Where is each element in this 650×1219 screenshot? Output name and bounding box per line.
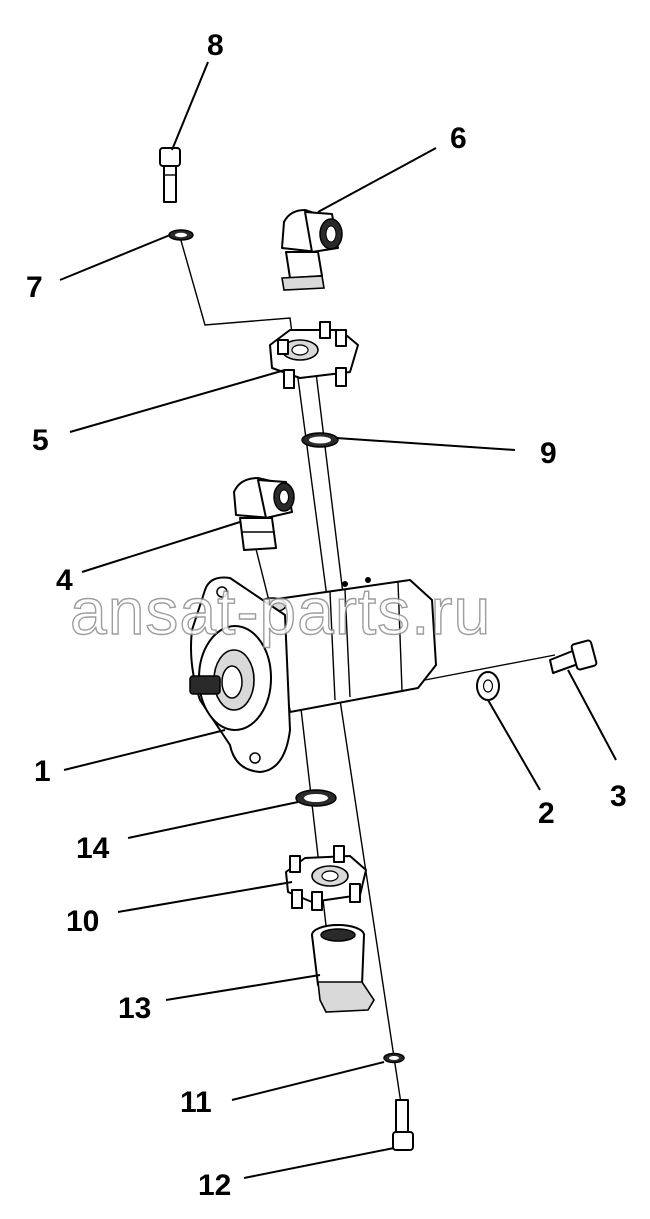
part-9-o-ring [301,432,339,448]
callout-7: 7 [26,271,43,304]
callout-10: 10 [66,905,99,938]
part-14-o-ring [295,789,337,807]
part-1-gear-pump [189,576,437,773]
part-4-elbow-fitting [233,477,295,551]
part-2-washer [476,671,500,701]
callout-14: 14 [76,832,110,865]
part-11-washer [383,1052,405,1064]
part-12-screw [392,1099,414,1151]
callout-1: 1 [34,755,51,788]
callout-12: 12 [198,1169,231,1202]
part-3-bolt [549,639,598,674]
callout-3: 3 [610,780,627,813]
part-7-washer [168,229,194,241]
callout-5: 5 [32,424,49,457]
callout-2: 2 [538,797,555,830]
callout-8: 8 [207,29,224,62]
part-10-flange-clamp [285,845,367,911]
callout-13: 13 [118,992,151,1025]
callout-numbers: 8 6 7 5 9 4 1 2 3 14 10 13 11 12 [26,29,627,1202]
leader-lines [59,61,617,1179]
part-8-screw [159,147,181,203]
part-5-flange-clamp [269,321,359,389]
part-6-elbow-fitting [281,209,343,291]
callout-6: 6 [450,122,467,155]
callout-9: 9 [540,437,557,470]
callout-11: 11 [180,1086,212,1119]
part-13-flange-adapter [311,924,375,1013]
watermark-text: ansat-parts.ru [70,574,491,648]
callout-4: 4 [56,564,73,597]
